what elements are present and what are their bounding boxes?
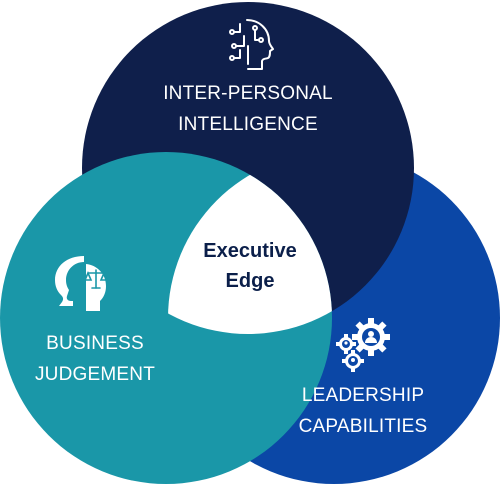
interpersonal-label-line1: INTER-PERSONAL [163,83,333,104]
scales-head-icon [55,256,109,311]
center-overlap [168,152,332,334]
center-label: Executive Edge [180,236,320,296]
leadership-label-line2: CAPABILITIES [298,416,428,437]
interpersonal-label-line2: INTELLIGENCE [178,114,318,135]
leadership-label-line1: LEADERSHIP [301,385,425,406]
business-label-line2: JUDGEMENT [34,364,156,385]
center-label-line2: Edge [225,270,275,292]
interpersonal-label: INTER-PERSONAL INTELLIGENCE [130,78,366,140]
business-label-line1: BUSINESS [46,333,144,354]
business-label: BUSINESS JUDGEMENT [10,328,180,390]
gears-people-icon [336,318,390,372]
leadership-label: LEADERSHIP CAPABILITIES [280,380,446,442]
center-label-line1: Executive [203,240,297,262]
ai-head-icon [229,19,274,70]
